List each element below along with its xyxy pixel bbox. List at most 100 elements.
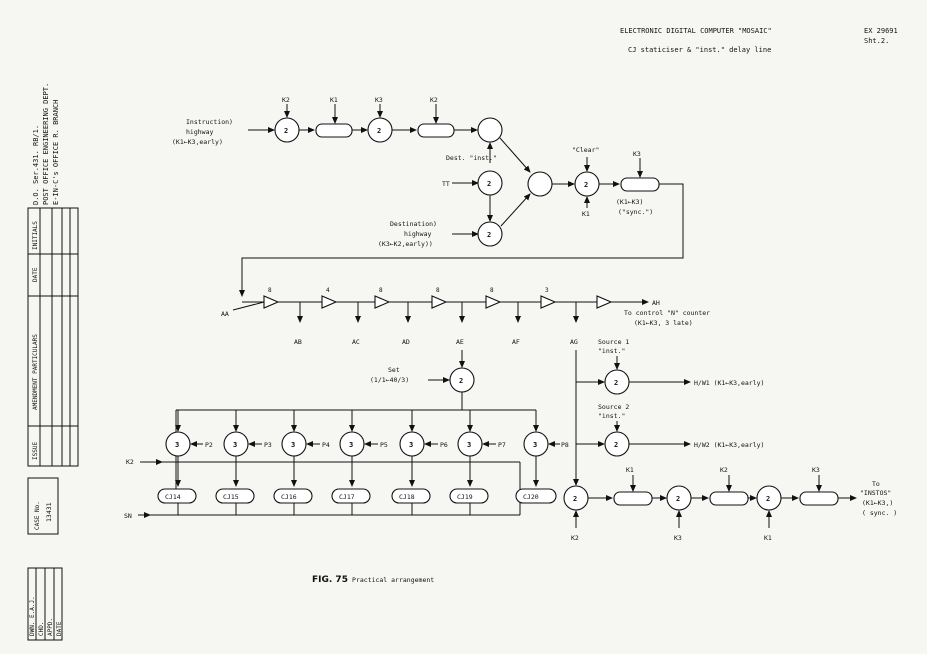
stage-3: 3 P4 CJ16 xyxy=(273,410,330,515)
gate-2-chain-a: 2 xyxy=(573,495,577,503)
delay-8-b: 8 xyxy=(379,287,383,294)
stage-6-gate: 3 xyxy=(467,441,471,449)
label-k2-b: K2 xyxy=(430,96,438,104)
label-instruction-highway: highway xyxy=(186,128,213,136)
label-source2: Source 2 xyxy=(598,403,629,411)
label-k2-chain: K2 xyxy=(571,534,579,542)
label-instos-sync: ( sync. ) xyxy=(862,509,897,517)
stage-6: 3 P7 CJ19 xyxy=(449,410,506,515)
label-sn: SN xyxy=(124,512,132,520)
stage-1: 3 P2 CJ14 xyxy=(157,410,213,515)
label-destination-highway: highway xyxy=(404,230,431,238)
stage-1-p: P2 xyxy=(205,441,213,449)
sheet-number: Sht.2. xyxy=(864,37,889,45)
stage-1-gate: 3 xyxy=(175,441,179,449)
title-block: D.O. Ser.431. RB/1. POST OFFICE ENGINEER… xyxy=(27,83,79,641)
label-sync: ("sync.") xyxy=(618,208,653,216)
label-k3-chain-b: K3 xyxy=(812,466,820,474)
label-k2-chain-b: K2 xyxy=(720,466,728,474)
label-tt: TT xyxy=(442,180,450,188)
delay-4: 4 xyxy=(326,287,330,294)
label-k1-chain: K1 xyxy=(626,466,634,474)
case-number: 13431 xyxy=(45,502,53,522)
do-line-1: D.O. Ser.431. RB/1. xyxy=(32,125,40,205)
do-line-2: POST OFFICE ENGINEERING DEPT. xyxy=(42,83,50,205)
label-k2-bus: K2 xyxy=(126,458,134,466)
label-k3-a: K3 xyxy=(375,96,383,104)
label-k3-chain: K3 xyxy=(674,534,682,542)
stage-7: 3 P8 CJ20 xyxy=(515,410,569,504)
input-section: Instruction) highway (K1←K3,early) 2 K2 … xyxy=(172,96,684,297)
label-control-timing: (K1←K3, 3 late) xyxy=(634,319,693,327)
drawing-title: ELECTRONIC DIGITAL COMPUTER "MOSAIC" xyxy=(620,27,772,35)
gate-2-source2: 2 xyxy=(614,441,618,449)
appd-field: APPD. xyxy=(47,618,54,636)
label-set-range: (1/1←40/3) xyxy=(370,376,409,384)
label-destination-timing: (K3←K2,early)) xyxy=(378,240,433,248)
col-issue: ISSUE xyxy=(32,442,39,460)
stage-2-cj: CJ15 xyxy=(223,493,239,501)
label-ad: AD xyxy=(402,338,410,346)
label-k1-chain-b: K1 xyxy=(764,534,772,542)
delay-line-chain: AA AH To control "N" counter (K1←K3, 3 l… xyxy=(221,287,710,346)
stage-3-gate: 3 xyxy=(291,441,295,449)
label-ab: AB xyxy=(294,338,302,346)
label-destination: Destination) xyxy=(390,220,437,228)
stage-3-cj: CJ16 xyxy=(281,493,297,501)
label-dest-inst: Dest. "inst." xyxy=(446,154,497,162)
chd-field: CHD. xyxy=(38,622,45,636)
col-date: DATE xyxy=(32,267,39,282)
delay-8-a: 8 xyxy=(268,287,272,294)
dwn-field: DWN. E.A.J. xyxy=(29,596,36,636)
label-set: Set xyxy=(388,366,400,374)
stage-4: 3 P5 CJ17 xyxy=(331,410,388,515)
label-hw1: H/W1 (K1←K3,early) xyxy=(694,379,764,387)
label-instos: "INSTOS" xyxy=(860,489,891,497)
label-ah: AH xyxy=(652,299,660,307)
drawing-ref: EX 29691 xyxy=(864,27,898,35)
stage-4-cj: CJ17 xyxy=(339,493,355,501)
label-aa: AA xyxy=(221,310,229,318)
stage-4-gate: 3 xyxy=(349,441,353,449)
gate-2-top-a: 2 xyxy=(284,127,288,135)
stage-2: 3 P3 CJ15 xyxy=(215,410,272,515)
date-field: DATE xyxy=(56,621,63,636)
figure-number: FIG. 75 xyxy=(312,575,348,585)
gate-2-tt: 2 xyxy=(487,180,491,188)
gate-2-destination: 2 xyxy=(487,231,491,239)
label-source1: Source 1 xyxy=(598,338,629,346)
label-instruction: Instruction) xyxy=(186,118,233,126)
stage-2-gate: 3 xyxy=(233,441,237,449)
label-source2-inst: "inst." xyxy=(598,412,625,420)
label-af: AF xyxy=(512,338,520,346)
label-sync-timing: (K1←K3) xyxy=(616,198,643,206)
gate-2-top-b: 2 xyxy=(377,127,381,135)
label-k2-a: K2 xyxy=(282,96,290,104)
label-clear: "Clear" xyxy=(572,146,599,154)
stage-7-gate: 3 xyxy=(533,441,537,449)
stage-6-cj: CJ19 xyxy=(457,493,473,501)
delay-3: 3 xyxy=(545,287,549,294)
label-ae: AE xyxy=(456,338,464,346)
stage-2-p: P3 xyxy=(264,441,272,449)
stage-3-p: P4 xyxy=(322,441,330,449)
stage-7-cj: CJ20 xyxy=(523,493,539,501)
stage-7-p: P8 xyxy=(561,441,569,449)
stage-5-p: P6 xyxy=(440,441,448,449)
do-line-3: E-IN-C's OFFICE R. BRANCH xyxy=(52,100,60,205)
label-k1-clear: K1 xyxy=(582,210,590,218)
stage-5: 3 P6 CJ18 xyxy=(391,410,448,515)
label-instruction-timing: (K1←K3,early) xyxy=(172,138,223,146)
stage-4-p: P5 xyxy=(380,441,388,449)
label-ac: AC xyxy=(352,338,360,346)
output-section: 2 Source 1 "inst." H/W1 (K1←K3,early) 2 … xyxy=(563,338,897,542)
label-instos-timing: (K1←K3,) xyxy=(862,499,893,507)
gate-2-chain-b: 2 xyxy=(676,495,680,503)
gate-2-set: 2 xyxy=(459,377,463,385)
col-amendment: AMENDMENT PARTICULARS xyxy=(32,334,39,410)
label-control-counter: To control "N" counter xyxy=(624,309,710,317)
delay-8-c: 8 xyxy=(436,287,440,294)
gate-2-chain-c: 2 xyxy=(766,495,770,503)
case-label: CASE No. xyxy=(34,501,41,530)
